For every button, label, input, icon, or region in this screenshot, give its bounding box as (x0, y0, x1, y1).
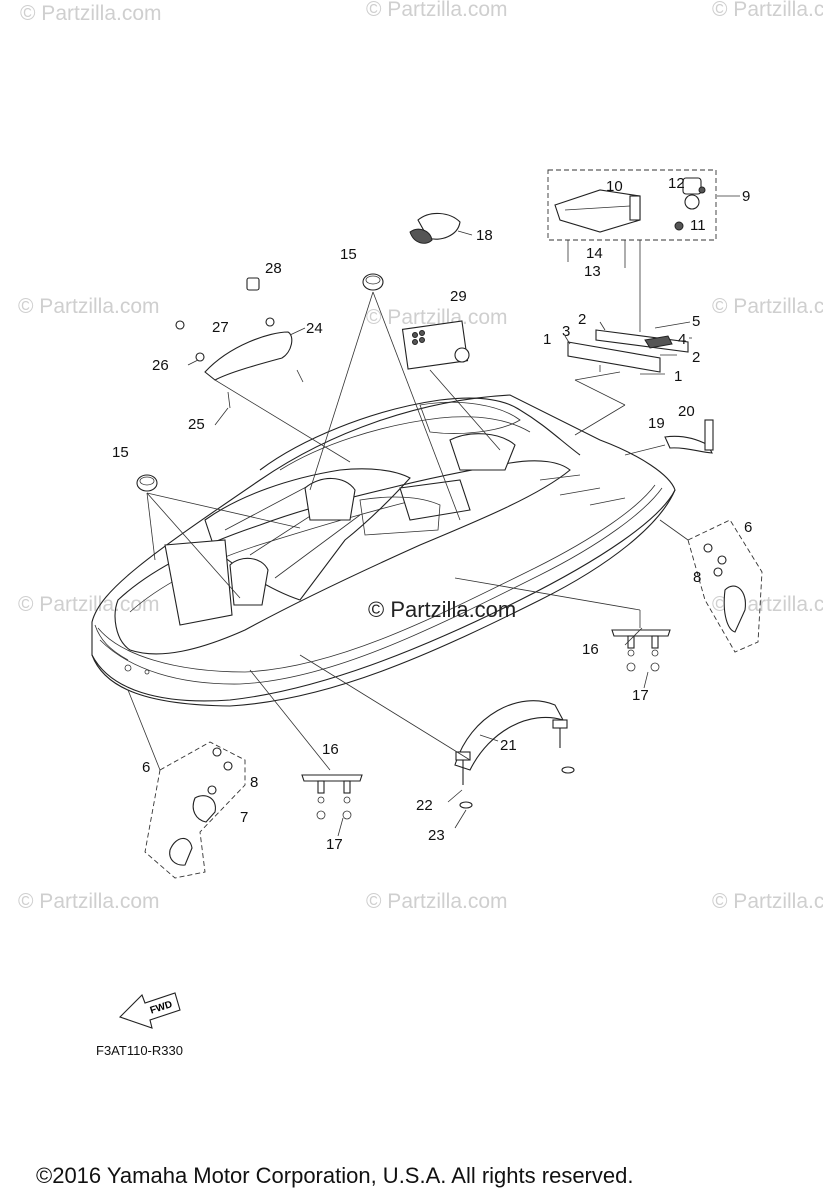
callout-19: 19 (648, 415, 665, 432)
callout-28: 28 (265, 260, 282, 277)
callout-21: 21 (500, 737, 517, 754)
callout-2: 2 (692, 349, 700, 366)
fwd-arrow-icon: FWD (118, 992, 181, 1029)
callout-24: 24 (306, 320, 323, 337)
part-15-cupholders (136, 273, 461, 599)
watermark: © Partzilla.com (18, 890, 160, 913)
callout-13: 13 (584, 263, 601, 280)
callout-3: 3 (562, 323, 570, 340)
callout-26: 26 (152, 357, 169, 374)
callout-1: 1 (674, 368, 682, 385)
watermark: © Partzilla.com (366, 890, 508, 913)
callout-9: 9 (742, 188, 750, 205)
callout-15: 15 (112, 444, 129, 461)
callout-17: 17 (326, 836, 343, 853)
callout-numbers: 1 1 2 2 3 4 5 6 6 7 8 8 9 10 11 12 13 14… (112, 175, 752, 853)
callout-15: 15 (340, 246, 357, 263)
watermark: © Partzilla.com (18, 593, 160, 616)
watermark: © Partzilla.com (712, 890, 823, 913)
watermark: © Partzilla.com (712, 295, 823, 318)
watermark-center: © Partzilla.com (368, 597, 517, 622)
callout-18: 18 (476, 227, 493, 244)
part-6-tow-eye-right (659, 519, 763, 653)
watermark: © Partzilla.com (366, 0, 508, 21)
part-6-tow-eye-left (127, 689, 246, 879)
part-24-grab-handle (175, 277, 351, 463)
callout-23: 23 (428, 827, 445, 844)
watermark: © Partzilla.com (712, 0, 823, 21)
callout-14: 14 (586, 245, 603, 262)
callout-17: 17 (632, 687, 649, 704)
callout-7: 7 (240, 809, 248, 826)
boat-hull (91, 394, 676, 707)
callout-11: 11 (690, 217, 706, 234)
part-29-switch-panel (401, 320, 501, 451)
callout-22: 22 (416, 797, 433, 814)
callout-6: 6 (142, 759, 150, 776)
callout-25: 25 (188, 416, 205, 433)
part-21-grab-rail (299, 654, 575, 809)
part-18-mirror (409, 212, 461, 244)
drawing-code: F3AT110-R330 (96, 1043, 183, 1058)
callout-29: 29 (450, 288, 467, 305)
callout-2: 2 (578, 311, 586, 328)
callout-20: 20 (678, 403, 695, 420)
callout-12: 12 (668, 175, 685, 192)
callout-16: 16 (322, 741, 339, 758)
callout-5: 5 (692, 313, 700, 330)
callout-6: 6 (744, 519, 752, 536)
rails-group (567, 321, 691, 436)
callout-8: 8 (250, 774, 258, 791)
callout-4: 4 (678, 331, 686, 348)
watermark: © Partzilla.com (366, 306, 508, 329)
callout-10: 10 (606, 178, 623, 195)
callout-8: 8 (693, 569, 701, 586)
callout-16: 16 (582, 641, 599, 658)
copyright-notice: ©2016 Yamaha Motor Corporation, U.S.A. A… (36, 1163, 634, 1188)
callout-1: 1 (543, 331, 551, 348)
watermark: © Partzilla.com (20, 2, 162, 25)
watermark: © Partzilla.com (18, 295, 160, 318)
callout-27: 27 (212, 319, 229, 336)
leader-lines (187, 195, 740, 837)
part-19-bracket (624, 419, 714, 456)
handrail-kit-group (547, 169, 717, 332)
